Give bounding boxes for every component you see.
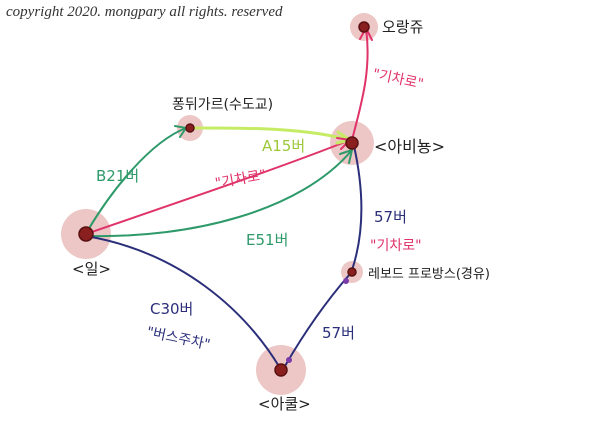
edge-green-origin-hub — [89, 149, 353, 238]
edge-pink-origin-hub — [85, 139, 351, 235]
label-upper-left: 퐁뒤가르(수도교) — [172, 97, 273, 113]
route-label-pink-right: "기차로" — [370, 238, 422, 254]
edge-lime-upperleft-hub — [188, 126, 352, 142]
waypoint-dot-2 — [343, 278, 349, 284]
label-origin: <일> — [72, 260, 111, 278]
edge-navy-origin-bottom — [85, 235, 281, 369]
route-label-navy-right-lower: 57버 — [322, 324, 355, 342]
route-label-navy-left-note: "버스주차" — [145, 324, 211, 353]
route-label-pink-top: "기차로" — [371, 66, 425, 92]
arrowhead-green-hub — [339, 148, 354, 164]
route-edges — [85, 25, 373, 369]
node-origin — [78, 226, 94, 242]
node-bottom — [274, 363, 288, 377]
edge-navy-hub-midright — [351, 145, 363, 271]
node-mid-right — [347, 267, 357, 277]
node-top — [358, 21, 370, 33]
route-label-navy-right-upper: 57버 — [374, 208, 407, 226]
label-top: 오랑쥬 — [382, 18, 423, 36]
route-label-pink-mid: "기차로" — [214, 167, 268, 192]
route-label-lime: A15버 — [262, 137, 305, 155]
label-mid-right: 레보드 프로방스(경유) — [368, 267, 490, 282]
edge-green-origin-upperleft — [87, 127, 187, 231]
waypoint-dot-1 — [286, 357, 292, 363]
route-label-green-bottom: E51버 — [246, 231, 288, 249]
copyright-text: copyright 2020. mongpary all rights. res… — [6, 4, 283, 20]
route-label-green-top: B21버 — [96, 167, 139, 185]
node-hub — [345, 136, 359, 150]
label-bottom: <아쿨> — [258, 395, 311, 413]
node-dots — [78, 21, 370, 377]
node-upper-left — [185, 123, 195, 133]
label-hub: <아비뇽> — [374, 137, 445, 156]
node-labels: <일> <아쿨> <아비뇽> 오랑쥬 퐁뒤가르(수도교) 레보드 프로방스(경유… — [72, 18, 490, 413]
edge-pink-hub-top — [351, 27, 369, 141]
route-label-navy-left-code: C30버 — [150, 300, 193, 318]
